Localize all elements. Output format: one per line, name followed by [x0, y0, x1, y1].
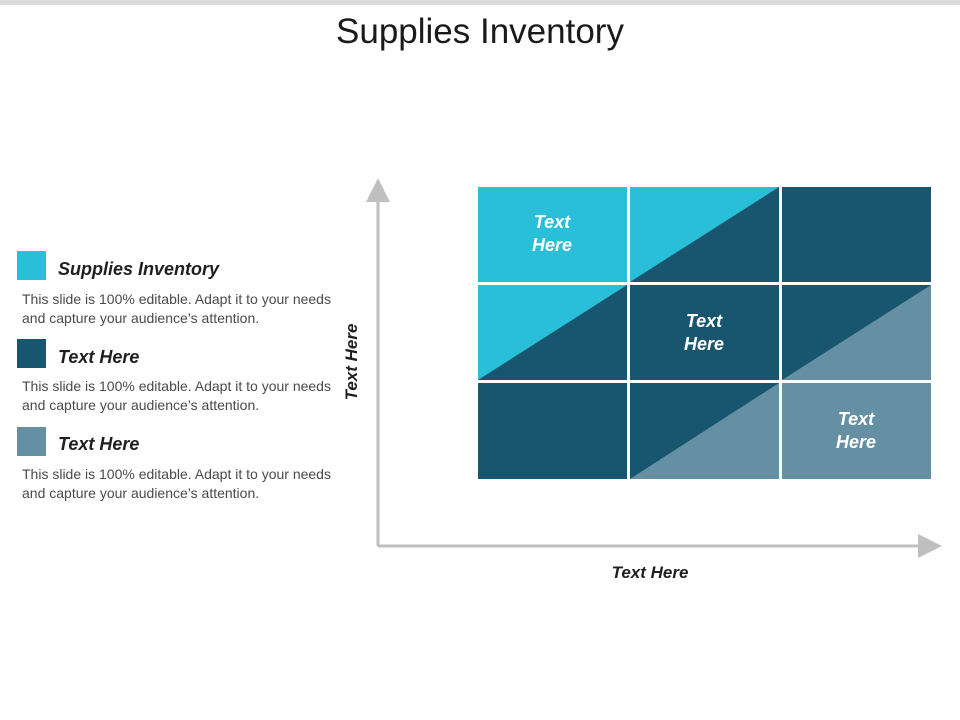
legend-label-2: Text Here [58, 347, 140, 367]
cell-label-bottom-right: Text Here [835, 409, 877, 452]
legend-desc-2: This slide is 100% editable. Adapt it to… [22, 378, 331, 413]
y-axis-label: Text Here [342, 323, 361, 401]
legend-label-1: Supplies Inventory [58, 259, 220, 279]
legend-desc-3: This slide is 100% editable. Adapt it to… [22, 466, 331, 501]
cell-r2c3-triangle [782, 285, 931, 380]
legend-label-3: Text Here [58, 434, 140, 454]
x-axis-label: Text Here [611, 563, 689, 582]
cell-r1c3 [782, 187, 931, 282]
legend-swatch-gray [17, 427, 46, 456]
cell-r1c2-triangle [630, 187, 779, 282]
cell-r1c1 [478, 187, 627, 282]
cell-r2c2 [630, 285, 779, 380]
cell-label-top-left: Text Here [531, 212, 573, 255]
cell-r3c3 [782, 383, 931, 479]
cell-r3c1 [478, 383, 627, 479]
slide-title: Supplies Inventory [336, 12, 624, 51]
legend-swatch-light [17, 251, 46, 280]
cell-r3c2-triangle [630, 383, 779, 479]
legend-desc-1: This slide is 100% editable. Adapt it to… [22, 291, 331, 326]
cell-label-center: Text Here [683, 311, 725, 354]
legend-swatch-dark [17, 339, 46, 368]
cell-r2c1-triangle [478, 285, 627, 380]
top-bar [0, 0, 960, 5]
